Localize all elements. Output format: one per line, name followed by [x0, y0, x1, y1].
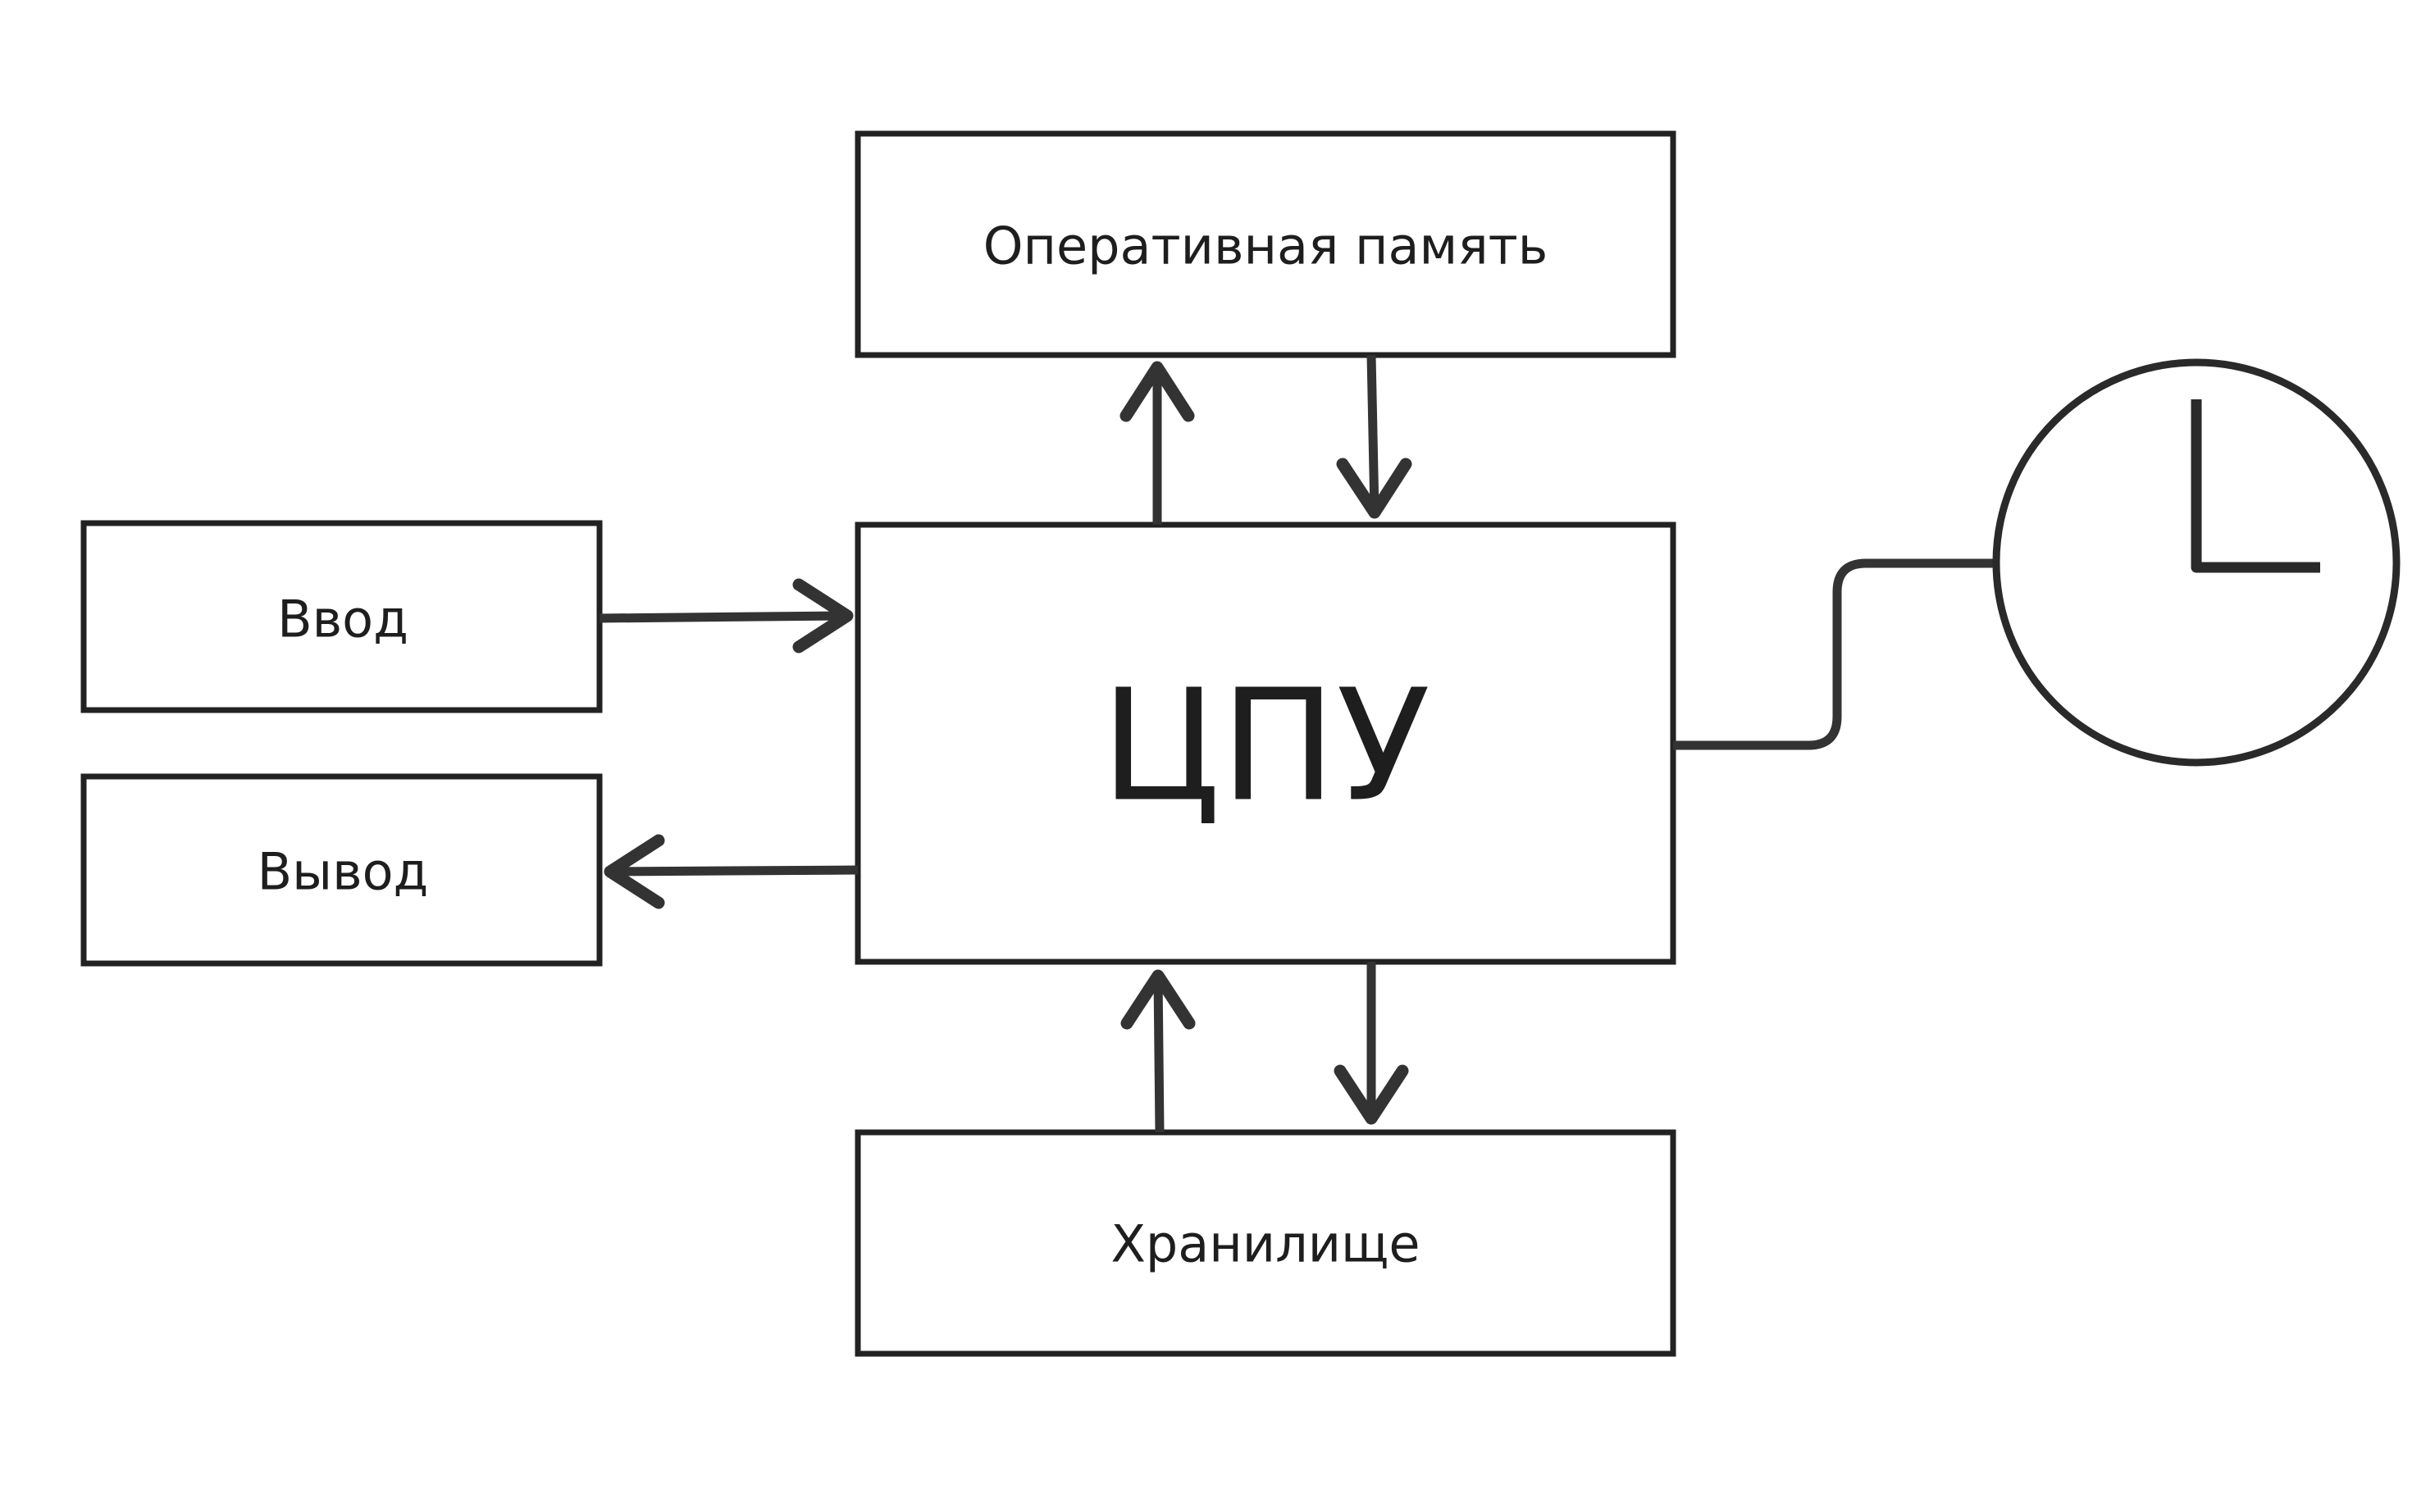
arrow-cpu-to-storage — [1334, 962, 1409, 1125]
storage-label: Хранилище — [1110, 1214, 1420, 1274]
clock-hands — [2191, 399, 2320, 573]
cpu-label: ЦПУ — [1101, 657, 1430, 836]
output-box: Вывод — [80, 773, 603, 967]
arrow-input-to-cpu — [599, 578, 854, 654]
arrow-cpu-to-ram — [1119, 361, 1195, 525]
clock-icon — [1992, 358, 2401, 767]
ram-label: Оперативная память — [983, 216, 1548, 276]
arrow-storage-to-cpu — [1120, 969, 1196, 1133]
storage-box: Хранилище — [855, 1129, 1676, 1357]
arrow-cpu-to-output — [604, 834, 859, 909]
output-label: Вывод — [258, 842, 429, 902]
arrow-ram-to-cpu — [1336, 354, 1412, 519]
cpu-box: ЦПУ — [855, 521, 1676, 965]
input-label: Ввод — [277, 590, 408, 649]
clock-wire — [1673, 558, 1995, 750]
ram-box: Оперативная память — [855, 130, 1676, 358]
input-box: Ввод — [80, 520, 603, 713]
